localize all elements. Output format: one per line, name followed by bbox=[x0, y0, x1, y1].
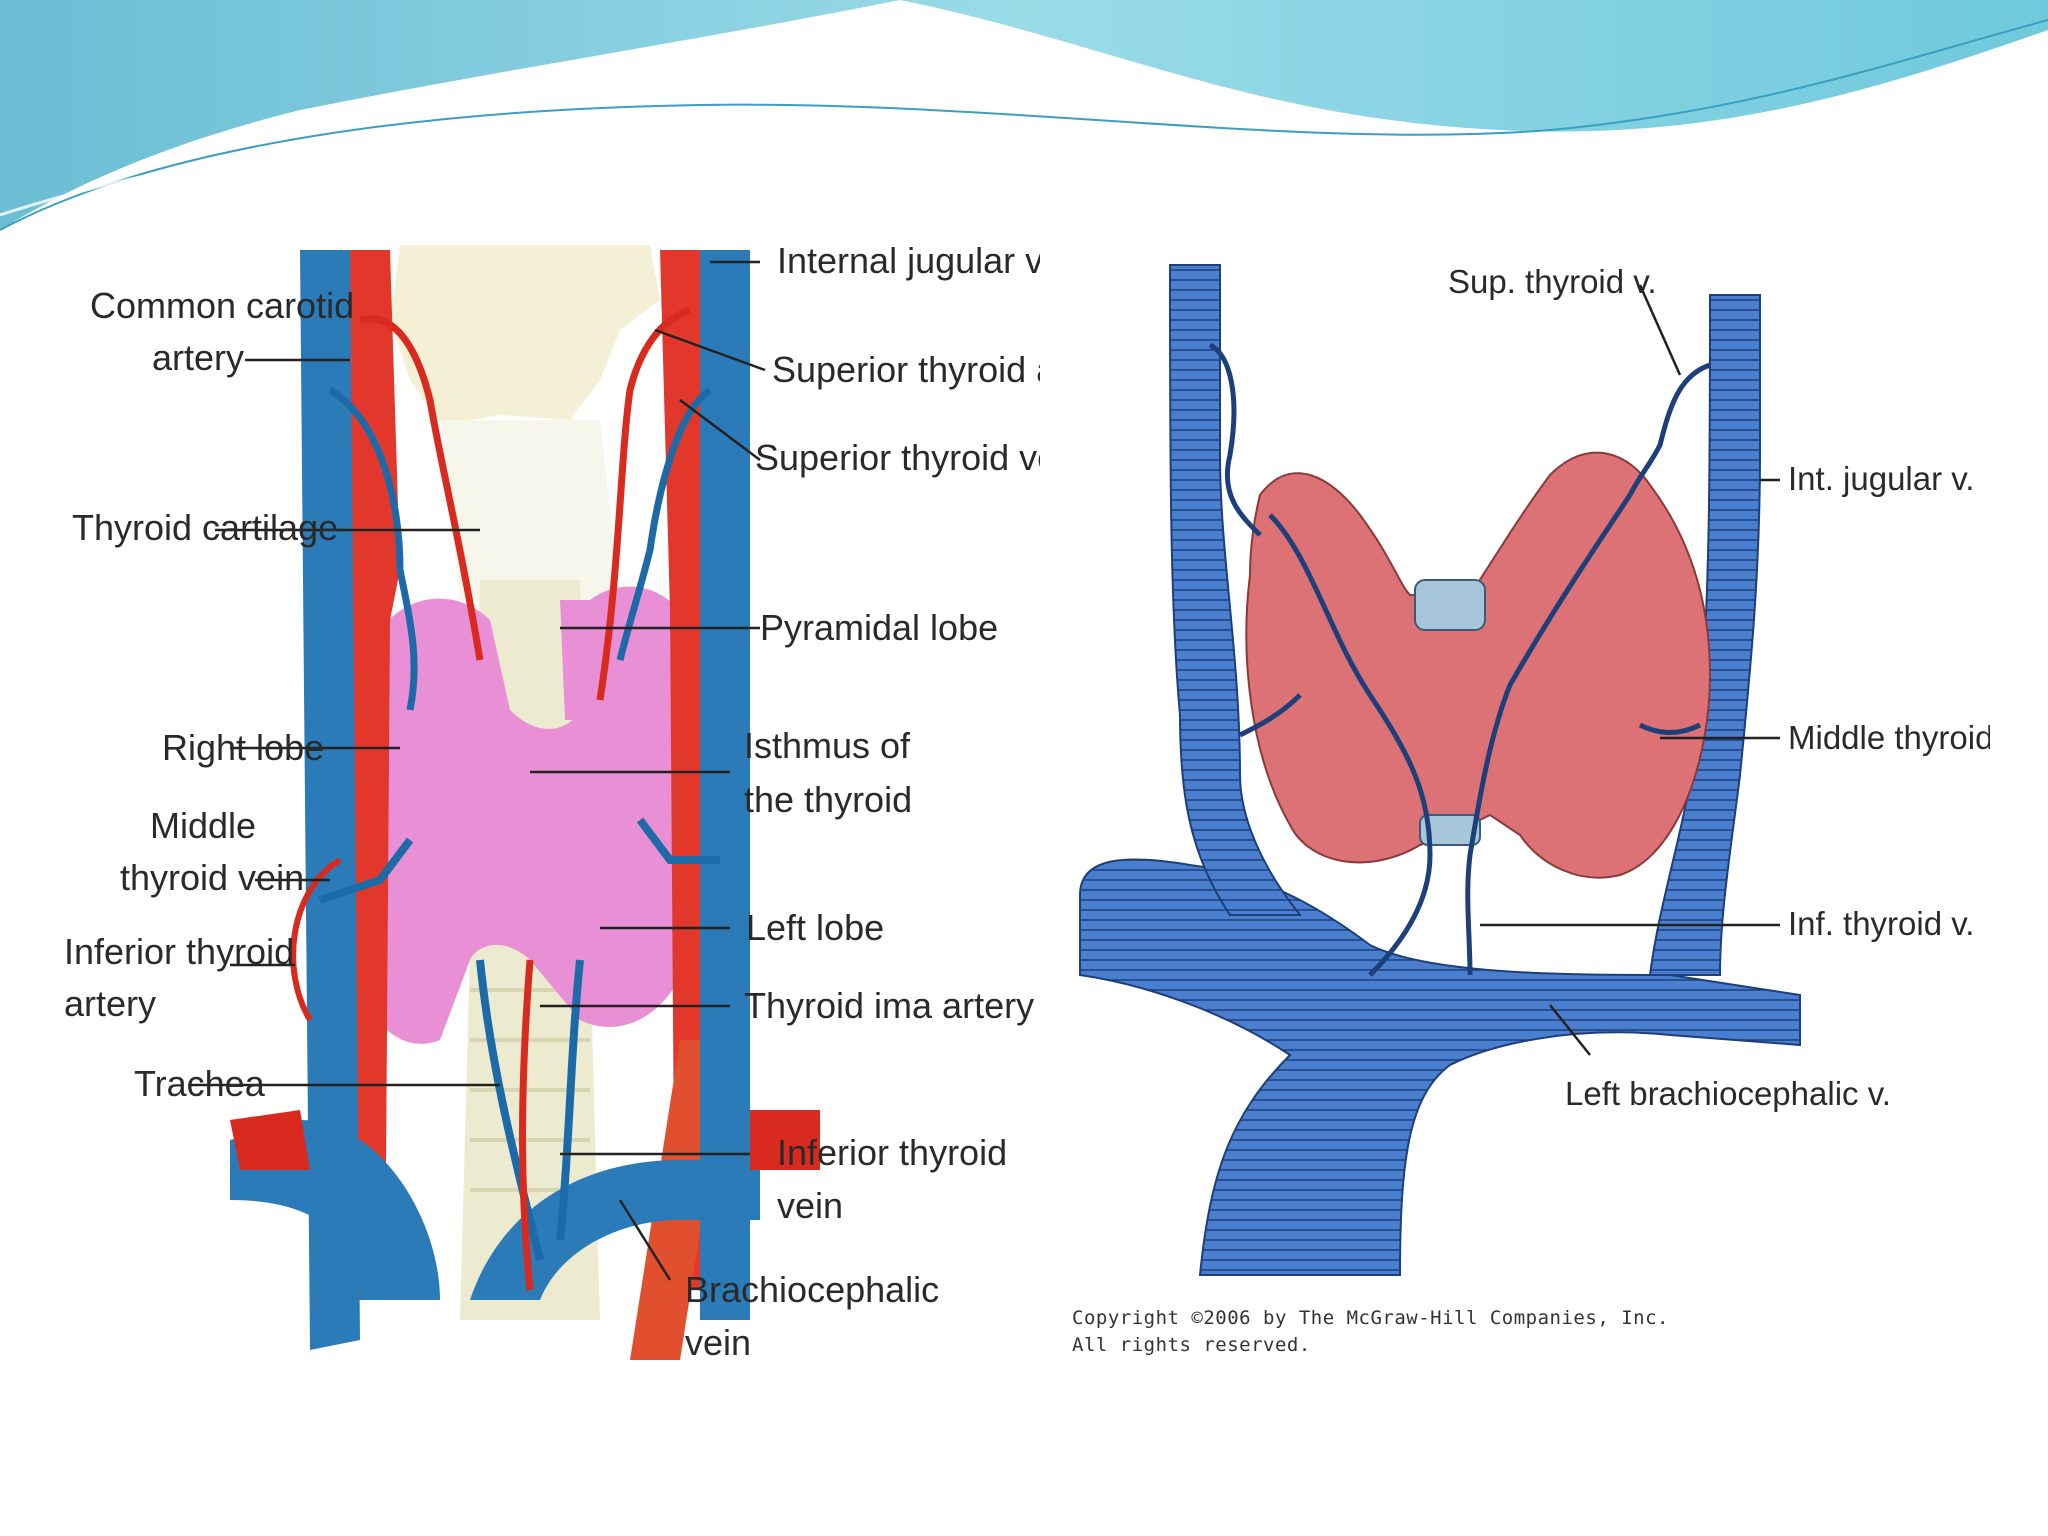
right-common-carotid bbox=[350, 250, 400, 1300]
label-isthmus-2: the thyroid bbox=[744, 779, 912, 820]
thyroid-cartilage-shape bbox=[390, 245, 660, 425]
label-brachiocephalic-vein-2: vein bbox=[685, 1322, 751, 1363]
right-anatomy-panel: Sup. thyroid v. Int. jugular v. Middle t… bbox=[1070, 255, 2026, 1355]
copyright-line-1: Copyright ©2006 by The McGraw-Hill Compa… bbox=[1072, 1307, 1669, 1329]
label-middle-thyroid-vein-1: Middle bbox=[150, 805, 256, 846]
label-middle-thyroid-vein-2: thyroid vein bbox=[120, 857, 304, 898]
label-inferior-thyroid-vein-2: vein bbox=[777, 1185, 843, 1226]
label-inferior-thyroid-artery-2: artery bbox=[64, 983, 156, 1024]
left-leader-lines bbox=[190, 260, 766, 1281]
thyroid-gland-shape bbox=[346, 586, 709, 1044]
label-trachea: Trachea bbox=[134, 1063, 266, 1104]
inferior-thyroid-vein-1 bbox=[476, 959, 544, 1261]
label-left-brachiocephalic-v: Left brachiocephalic v. bbox=[1565, 1075, 1891, 1112]
left-subclavian bbox=[750, 1110, 820, 1170]
label-left-lobe: Left lobe bbox=[746, 907, 884, 948]
copyright-notice: Copyright ©2006 by The McGraw-Hill Compa… bbox=[1072, 1305, 1669, 1359]
left-superior-thyroid-vein bbox=[616, 387, 713, 661]
pyramidal-lobe-shape bbox=[560, 600, 590, 720]
label-inferior-thyroid-artery-1: Inferior thyroid bbox=[64, 931, 294, 972]
label-thyroid-ima-artery: Thyroid ima artery bbox=[744, 985, 1034, 1026]
trachea-ring-shape bbox=[1419, 814, 1481, 846]
thyroid-ima-artery bbox=[519, 959, 534, 1291]
label-right-lobe: Right lobe bbox=[162, 727, 324, 768]
thyroid-vessels-illustration: Internal jugular vein Common carotid art… bbox=[64, 240, 1128, 1363]
inferior-thyroid-vein-2 bbox=[556, 959, 584, 1241]
label-superior-thyroid-vein: Superior thyroid vein bbox=[755, 437, 1040, 478]
right-leader-lines bbox=[1480, 284, 1780, 1056]
label-inferior-thyroid-vein-1: Inferior thyroid bbox=[777, 1132, 1007, 1173]
label-isthmus-1: Isthmus of bbox=[744, 725, 911, 766]
left-middle-thyroid-vein bbox=[636, 817, 720, 864]
right-superior-thyroid-artery bbox=[359, 315, 484, 661]
label-int-jugular-v: Int. jugular v. bbox=[1788, 460, 1974, 497]
inferior-thyroid-artery bbox=[290, 857, 342, 1022]
thyroid-vein-branches bbox=[1208, 342, 1711, 977]
larynx-shape bbox=[1414, 579, 1486, 631]
label-middle-thyroid-v: Middle thyroid v. bbox=[1788, 719, 1990, 756]
left-brachiocephalic bbox=[470, 1160, 760, 1300]
right-superior-thyroid-vein bbox=[328, 387, 418, 711]
label-sup-thyroid-v: Sup. thyroid v. bbox=[1448, 263, 1657, 300]
left-anatomy-panel: Internal jugular vein Common carotid art… bbox=[60, 240, 1128, 1440]
label-superior-thyroid-artery: Superior thyroid artery bbox=[772, 349, 1040, 390]
right-subclavian bbox=[230, 1110, 310, 1170]
copyright-line-2: All rights reserved. bbox=[1072, 1334, 1311, 1356]
thyroid-venous-drainage-illustration: Sup. thyroid v. Int. jugular v. Middle t… bbox=[1079, 263, 2026, 1276]
left-common-carotid bbox=[660, 250, 710, 1290]
left-internal-jugular bbox=[700, 250, 750, 1320]
header-wave-decoration bbox=[0, 0, 2048, 231]
label-brachiocephalic-vein-1: Brachiocephalic bbox=[685, 1269, 939, 1310]
label-inf-thyroid-v: Inf. thyroid v. bbox=[1788, 905, 1974, 942]
cartilage-lower bbox=[440, 420, 620, 600]
right-middle-thyroid-vein bbox=[318, 837, 414, 904]
label-internal-jugular-vein: Internal jugular vein bbox=[777, 240, 1040, 281]
label-common-carotid-2: artery bbox=[152, 337, 244, 378]
right-internal-jugular bbox=[300, 250, 360, 1350]
left-int-jugular-shape bbox=[1648, 294, 1761, 976]
right-int-jugular-shape bbox=[1168, 264, 1303, 916]
label-thyroid-cartilage: Thyroid cartilage bbox=[72, 507, 338, 548]
label-pyramidal-lobe: Pyramidal lobe bbox=[760, 607, 998, 648]
label-common-carotid-1: Common carotid bbox=[90, 285, 354, 326]
